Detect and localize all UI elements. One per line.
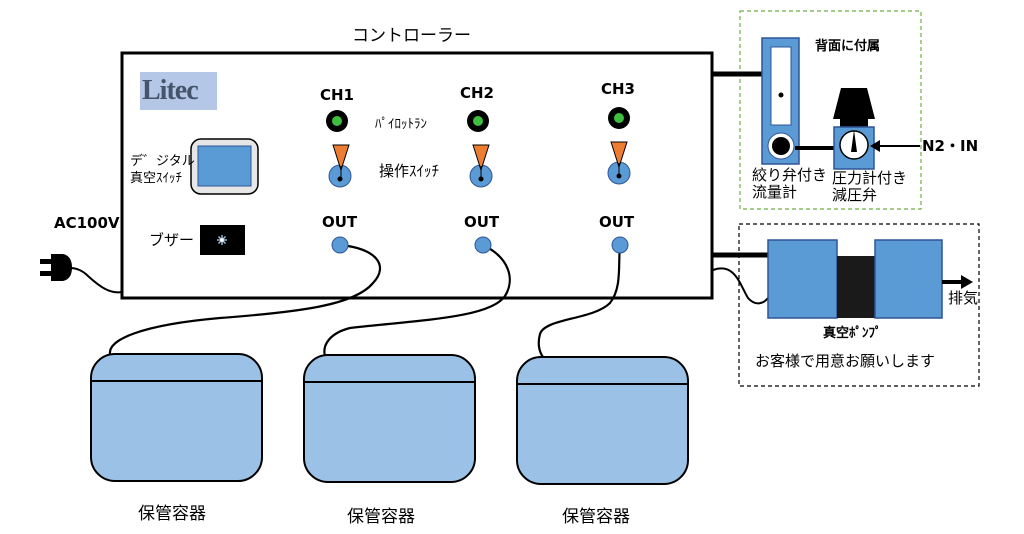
pump-note: お客様で用意お願いします: [755, 352, 936, 370]
buzzer-label: ブザー: [149, 231, 195, 249]
flowmeter-icon: [761, 37, 800, 165]
operation-switch-label: 操作ｽｲｯﾁ: [379, 162, 440, 180]
exhaust-arrow: [961, 275, 973, 289]
n2-inlet-label: N2・IN: [922, 137, 979, 155]
toggle-switch-ch1[interactable]: [328, 144, 352, 188]
storage-container-1: [90, 353, 263, 482]
power-cable: [69, 267, 123, 294]
power-label: AC100V: [54, 214, 120, 232]
vacuum-pump-icon: [767, 239, 943, 319]
flowmeter-label-2: 流量計: [752, 183, 798, 201]
controller-title: コントローラー: [352, 26, 471, 46]
logo-text: Litec: [142, 75, 199, 106]
buzzer-icon: [200, 225, 245, 255]
pump-frame: [738, 223, 980, 387]
out-port-ch1: [331, 236, 349, 254]
pressure-regulator-icon: [833, 88, 875, 170]
logo-box: [140, 72, 217, 110]
toggle-switch-ch2[interactable]: [469, 144, 493, 188]
out-label-ch3: OUT: [599, 213, 635, 231]
channel-label-ch3: CH3: [601, 80, 635, 98]
storage-container-3: [516, 356, 689, 485]
toggle-switch-ch3[interactable]: [607, 141, 631, 185]
power-plug-icon: [40, 254, 72, 281]
out-port-ch3: [611, 236, 629, 254]
pilot-lamp-ch1: [326, 110, 348, 132]
regulator-label-2: 減圧弁: [832, 186, 878, 204]
exhaust-label: 排気: [948, 289, 979, 307]
pilot-lamp-ch3: [608, 107, 630, 129]
digital-vacuum-switch-label-1: デ゛ジタル: [130, 154, 195, 169]
out-label-ch2: OUT: [464, 213, 500, 231]
container-label-1: 保管容器: [138, 504, 206, 524]
vacuum-pump-label: 真空ﾎﾟﾝﾌﾟ: [823, 326, 882, 341]
pilot-lamp-ch2: [467, 110, 489, 132]
channel-label-ch2: CH2: [460, 84, 494, 102]
channel-label-ch1: CH1: [320, 86, 354, 104]
storage-container-2: [303, 354, 476, 483]
out-label-ch1: OUT: [322, 213, 358, 231]
out-port-ch2: [474, 236, 492, 254]
digital-vacuum-switch-icon: [190, 138, 259, 195]
hose-ch1: [108, 243, 382, 355]
n2-inlet-arrow: [870, 140, 880, 152]
digital-vacuum-switch-label-2: 真空ｽｲｯﾁ: [130, 171, 183, 186]
hose-ch2: [323, 244, 511, 357]
container-label-3: 保管容器: [562, 507, 630, 527]
regulator-label-1: 圧力計付き: [832, 169, 908, 187]
pump-side-hose: [712, 267, 769, 305]
flowmeter-label-1: 絞り弁付き: [752, 166, 828, 184]
back-unit-frame: [739, 10, 922, 210]
container-label-2: 保管容器: [347, 507, 415, 527]
pilot-lamp-label: ﾊﾟｲﾛｯﾄﾗﾝ: [375, 117, 427, 132]
hose-ch3: [537, 244, 622, 358]
back-unit-title: 背面に付属: [815, 39, 881, 54]
